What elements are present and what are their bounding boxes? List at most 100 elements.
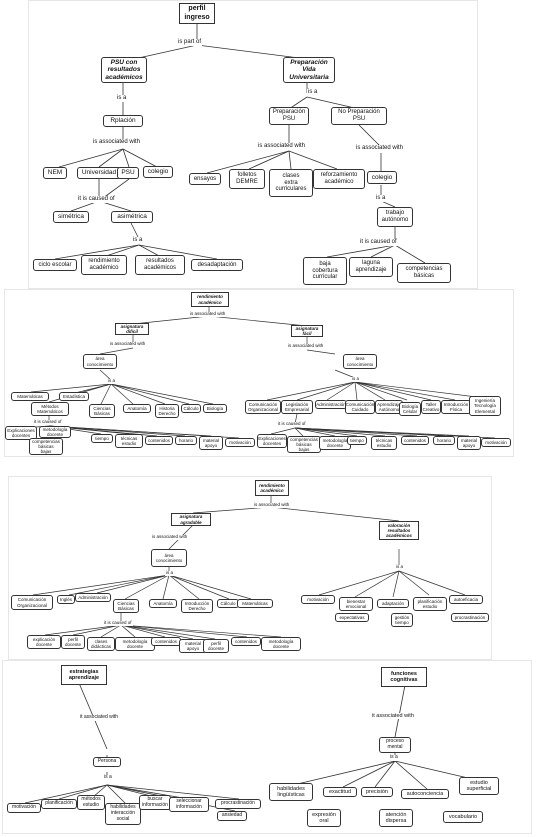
- node-clases-didacticas[interactable]: clases didácticas: [87, 637, 115, 651]
- node-motivacion[interactable]: motivación: [7, 803, 41, 813]
- node-comunicacion-organizacional[interactable]: Comunicación Organizacional: [11, 595, 53, 610]
- node-estudio-superficial[interactable]: estudio superficial: [459, 777, 499, 795]
- node-area-conocimiento[interactable]: área conocimiento: [151, 549, 187, 567]
- node-trabajo-autonomo[interactable]: trabajo autónomo: [377, 207, 413, 227]
- node-biologia-celular[interactable]: Biología Celular: [399, 402, 421, 416]
- node-simetrica[interactable]: simétrica: [53, 211, 89, 223]
- node-taller-creativo[interactable]: Taller Creativo: [421, 400, 441, 414]
- node-rendimiento-academico[interactable]: rendimiento académico: [191, 292, 229, 307]
- node-legislacion-empresarial[interactable]: Legislación Empresarial: [281, 400, 313, 414]
- node-competencias-basicas[interactable]: competencias básicas: [397, 263, 451, 283]
- node-psu[interactable]: PSU: [117, 167, 139, 179]
- node-preparacion-vida[interactable]: Preparación Vida Universitaria: [283, 57, 335, 83]
- node-anatomia[interactable]: Anatomía: [149, 599, 177, 608]
- node-asignatura-agradable[interactable]: asignatura agradable: [171, 513, 211, 526]
- node-material-apoyo[interactable]: material apoyo: [179, 639, 207, 653]
- node-universidad[interactable]: Universidad: [77, 167, 121, 179]
- node-rendimiento-academico[interactable]: rendimiento académico: [255, 480, 289, 496]
- node-metodos-estudio[interactable]: métodos estudio: [77, 795, 105, 810]
- node-contenidos[interactable]: contenidos: [145, 436, 173, 445]
- node-matematicas[interactable]: Matemáticas: [237, 599, 273, 608]
- node-rendimiento-academico[interactable]: rendimiento académico: [81, 255, 127, 275]
- node-expresion-oral[interactable]: expresión oral: [307, 809, 341, 827]
- node-atencion-dispersa[interactable]: atención dispersa: [379, 809, 413, 827]
- node-rplacion[interactable]: Rplación: [103, 115, 143, 127]
- node-explicaciones-docentes[interactable]: Explicaciones docentes: [257, 434, 287, 448]
- node-introduccion-fisica[interactable]: Introducción Física: [441, 400, 471, 414]
- node-explicaciones-docentes[interactable]: Explicaciones docentes: [5, 426, 37, 440]
- node-expectativas[interactable]: expectativas: [335, 613, 369, 622]
- node-exactitud[interactable]: exactitud: [323, 787, 357, 797]
- node-matematicas[interactable]: Matemáticas: [11, 392, 49, 401]
- node-area-conocimiento[interactable]: área conocimiento: [83, 354, 117, 369]
- node-ansiedad[interactable]: ansiedad: [217, 811, 247, 821]
- node-perfil-docente[interactable]: perfil docente: [203, 639, 229, 653]
- node-calculo[interactable]: Cálculo: [181, 404, 201, 413]
- node-perfil-ingreso[interactable]: perfil ingreso: [179, 3, 215, 24]
- node-historia-derecho[interactable]: Historia Derecho: [155, 404, 179, 418]
- node-asignatura-dificil[interactable]: asignatura difícil: [115, 323, 149, 335]
- node-autoeficacia[interactable]: autoeficacia: [449, 595, 483, 604]
- node-material-apoyo[interactable]: material apoyo: [457, 436, 481, 450]
- node-tecnicas-estudio[interactable]: técnicas estudio: [371, 436, 397, 450]
- node-funciones-cognitivas[interactable]: funciones cognitivas: [381, 667, 427, 687]
- node-perfil-docente[interactable]: perfil docente: [61, 635, 85, 649]
- node-gestion-tiempo[interactable]: gestión tiempo: [391, 613, 413, 627]
- node-contenidos[interactable]: contenidos: [401, 436, 429, 445]
- node-vocabulario[interactable]: vocabulario: [443, 811, 483, 823]
- node-planificacion-estudio[interactable]: planificación estudio: [413, 597, 447, 611]
- node-valoracion-resultados[interactable]: valoración resultados académicos: [379, 521, 419, 540]
- node-horario[interactable]: horario: [433, 436, 455, 445]
- node-metodologia-docente[interactable]: metodología docente: [39, 426, 71, 438]
- node-tiempo[interactable]: tiempo: [347, 436, 367, 445]
- node-motivacion[interactable]: motivación: [481, 438, 511, 447]
- node-autoconciencia[interactable]: autoconciencia: [401, 789, 449, 799]
- node-baja-cobertura[interactable]: baja cobertura curricular: [303, 257, 347, 285]
- node-biologia[interactable]: Biología: [203, 404, 227, 413]
- node-ingenieria-tecnologia[interactable]: Ingeniería Tecnología Elemental: [469, 396, 501, 416]
- node-metodologia-docente[interactable]: metodología docente: [319, 436, 351, 450]
- node-ciclo-escolar[interactable]: ciclo escolar: [33, 259, 77, 271]
- node-ciencias-basicas[interactable]: Ciencias Básicas: [89, 404, 115, 418]
- node-laguna-aprendizaje[interactable]: laguna aprendizaje: [349, 257, 393, 277]
- node-precision[interactable]: precisión: [361, 787, 393, 797]
- node-administracion[interactable]: Administración: [315, 400, 347, 409]
- node-procrastinacion[interactable]: procrastinación: [215, 799, 261, 809]
- node-reforzamiento[interactable]: reforzamiento académico: [313, 169, 365, 189]
- node-procrastinacion[interactable]: procrastinación: [451, 613, 489, 622]
- node-ciencias-basicas[interactable]: Ciencias Básicas: [113, 599, 139, 613]
- node-anatomia[interactable]: Anatomía: [123, 404, 151, 413]
- node-comunicacion-cuidado[interactable]: Comunicación Cuidado: [345, 400, 375, 414]
- node-calculo[interactable]: Cálculo: [217, 599, 239, 608]
- node-estrategias-aprendizaje[interactable]: estrategias aprendizaje: [61, 665, 107, 685]
- node-habilidades-linguisticas[interactable]: habilidades lingüísticas: [269, 783, 313, 801]
- node-material-apoyo[interactable]: material apoyo: [199, 436, 223, 450]
- node-tecnicas-estudio[interactable]: técnicas estudio: [115, 434, 143, 448]
- node-no-preparacion-psu[interactable]: No Preparación PSU: [331, 107, 387, 125]
- node-contenidos[interactable]: contenidos: [151, 637, 181, 646]
- node-competencias-basicas-bajas[interactable]: competencias básicas bajas: [287, 436, 321, 453]
- node-adaptacion[interactable]: adaptación: [377, 599, 409, 608]
- node-comunicacion-organizacional[interactable]: Comunicación Organizacional: [245, 400, 281, 414]
- node-seleccionar-informacion[interactable]: seleccionar información: [169, 797, 209, 812]
- node-buscar-informacion[interactable]: buscar información: [139, 795, 171, 810]
- node-asignatura-facil[interactable]: asignatura fácil: [291, 325, 323, 337]
- node-asimetrica[interactable]: asimétrica: [111, 211, 153, 223]
- node-habilidades-interaccion-social[interactable]: habilidades interacción social: [105, 803, 141, 825]
- node-preparacion-psu[interactable]: Preparación PSU: [269, 107, 309, 125]
- node-motivacion[interactable]: motivación: [301, 595, 335, 604]
- node-ensayos[interactable]: ensayos: [189, 173, 221, 185]
- node-colegio[interactable]: colegio: [143, 166, 173, 178]
- node-competencias-basicas-bajas[interactable]: competencias básicas bajas: [29, 438, 63, 455]
- node-metodologia-docente[interactable]: metodología docente: [115, 637, 155, 651]
- node-explicacion-docente[interactable]: explicación docente: [27, 635, 61, 649]
- node-psu-resultados[interactable]: PSU con resultados académicos: [101, 57, 147, 83]
- node-metodologia-docente[interactable]: metodología docente: [261, 637, 301, 651]
- node-persona[interactable]: Persona: [93, 757, 121, 767]
- node-estadistica[interactable]: Estadística: [59, 392, 89, 401]
- node-ingles[interactable]: Inglés: [57, 595, 75, 604]
- node-contenidos[interactable]: contenidos: [231, 637, 261, 646]
- node-planificacion[interactable]: planificación: [41, 799, 77, 809]
- node-nem[interactable]: NEM: [43, 167, 67, 179]
- node-area-conocimiento[interactable]: área conocimiento: [343, 354, 377, 369]
